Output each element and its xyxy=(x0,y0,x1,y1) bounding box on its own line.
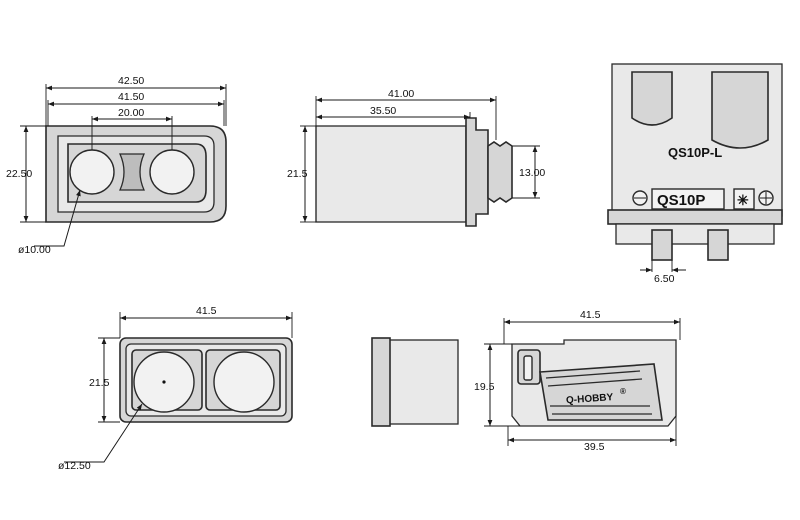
front-hole-diameter-label: ø12.50 xyxy=(58,460,91,472)
end-view: QS10P-L QS10P ✳ 6.50 xyxy=(607,63,783,285)
side-body-length-label: 35.50 xyxy=(370,105,396,117)
top-overall-width-label: 42.50 xyxy=(118,75,144,87)
end-view-foot xyxy=(615,223,775,245)
front-height-label: 21.5 xyxy=(89,377,110,389)
top-pin-diameter-label: ø10.00 xyxy=(18,244,51,256)
profile-base-width-label: 39.5 xyxy=(584,441,605,453)
profile-view-latch-slot xyxy=(523,355,533,381)
model-upper-label: QS10P-L xyxy=(668,145,722,160)
polarity-mark-icon xyxy=(733,188,755,210)
side-tail-height-label: 13.00 xyxy=(519,167,545,179)
top-view-pin-left xyxy=(69,149,115,195)
end-view-pin-right xyxy=(707,229,729,261)
profile-view: Q-HOBBY ® 41.5 19.5 39.5 xyxy=(474,309,681,453)
model-badge xyxy=(651,188,725,210)
brand-label: Q-HOBBY xyxy=(566,392,614,406)
end-view-slot-right xyxy=(711,71,769,149)
model-badge-label: QS10P xyxy=(657,192,705,209)
front-view-hole-right xyxy=(213,351,275,413)
top-height-label: 22.50 xyxy=(6,168,32,180)
side-height-label: 21.5 xyxy=(287,168,308,180)
top-inner-width-label: 41.50 xyxy=(118,91,144,103)
cap-view xyxy=(371,337,459,427)
side-view-body xyxy=(315,125,467,223)
front-width-label: 41.5 xyxy=(196,305,217,317)
end-pin-width-label: 6.50 xyxy=(654,273,675,285)
top-pin-spacing-label: 20.00 xyxy=(118,107,144,119)
top-view-bridge xyxy=(119,153,145,191)
front-view: 41.5 21.5 ø12.50 xyxy=(58,305,293,472)
profile-width-label: 41.5 xyxy=(580,309,601,321)
cap-view-lip xyxy=(371,337,391,427)
front-view-hole-center xyxy=(162,380,166,384)
end-view-base xyxy=(607,209,783,225)
end-view-slot-left xyxy=(631,71,673,126)
polarity-mark-glyph: ✳ xyxy=(737,192,749,208)
end-view-pin-left xyxy=(651,229,673,261)
side-view-tail xyxy=(487,141,513,203)
top-view: 42.50 41.50 20.00 22.50 ø10.00 xyxy=(6,75,227,256)
profile-height-label: 19.5 xyxy=(474,381,495,393)
side-view: 41.00 35.50 21.5 13.00 xyxy=(287,88,545,227)
side-overall-length-label: 41.00 xyxy=(388,88,414,100)
cap-view-body xyxy=(385,339,459,425)
side-view-collar xyxy=(465,117,489,227)
registered-mark-icon: ® xyxy=(620,387,626,396)
top-view-pin-right xyxy=(149,149,195,195)
